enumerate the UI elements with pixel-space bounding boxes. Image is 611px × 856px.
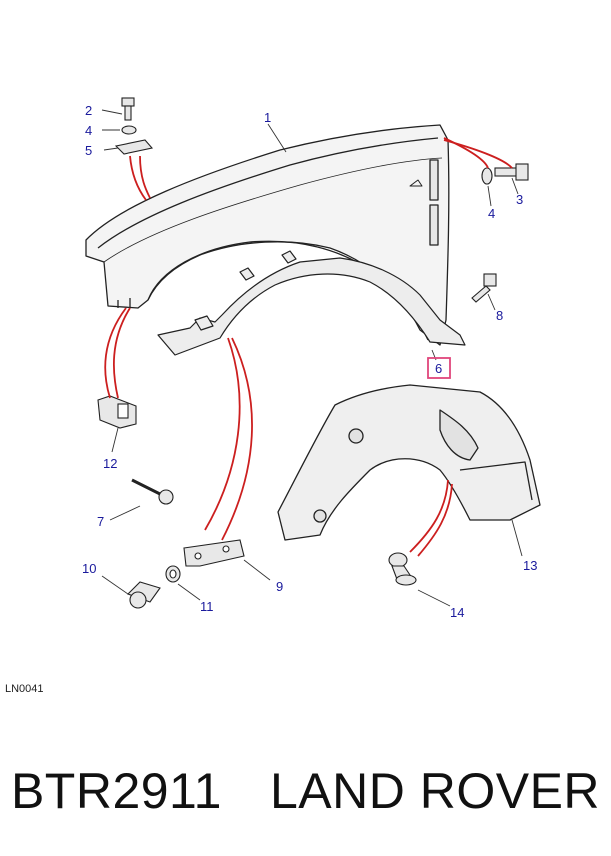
callout-14: 14 (450, 605, 464, 620)
callout-6: 6 (435, 361, 442, 376)
washer-11 (165, 565, 181, 583)
callout-13: 13 (523, 558, 537, 573)
callout-2: 2 (85, 103, 92, 118)
callout-4-right: 4 (488, 206, 495, 221)
callout-9: 9 (276, 579, 283, 594)
callout-7: 7 (97, 514, 104, 529)
callout-8: 8 (496, 308, 503, 323)
callout-1: 1 (264, 110, 271, 125)
callout-4-top: 4 (85, 123, 92, 138)
highlight-box-6 (427, 357, 451, 379)
splash-shield (277, 384, 541, 541)
fixing-bolt-3 (494, 163, 529, 181)
bracket-9 (183, 539, 245, 567)
callout-12: 12 (103, 456, 117, 471)
fixing-bolt-10 (127, 581, 161, 609)
callout-3: 3 (516, 192, 523, 207)
part-number: BTR2911 (10, 763, 222, 819)
fixing-bolt-8 (471, 273, 497, 303)
fixing-screw-7 (131, 478, 174, 505)
callout-5: 5 (85, 143, 92, 158)
arch-liner-bracket (157, 250, 466, 356)
washer-4-right (481, 167, 493, 185)
red-leader-lines (104, 137, 513, 557)
callout-10: 10 (82, 561, 96, 576)
fixing-bolt-2 (121, 97, 135, 121)
clip-nut-5 (114, 139, 154, 155)
callout-11: 11 (200, 599, 214, 614)
clip-nut-12 (97, 395, 137, 429)
caption-bar: BTR2911 LAND ROVER (0, 748, 611, 834)
washer-4-top (121, 125, 137, 135)
callout-leaders (101, 109, 523, 607)
parts-diagram: 1 2 3 4 4 5 6 7 8 9 10 11 12 13 14 LN004… (5, 97, 541, 695)
drawing-reference: LN0041 (5, 683, 44, 695)
brand-name: LAND ROVER (269, 763, 601, 819)
push-clip-14 (388, 552, 417, 586)
